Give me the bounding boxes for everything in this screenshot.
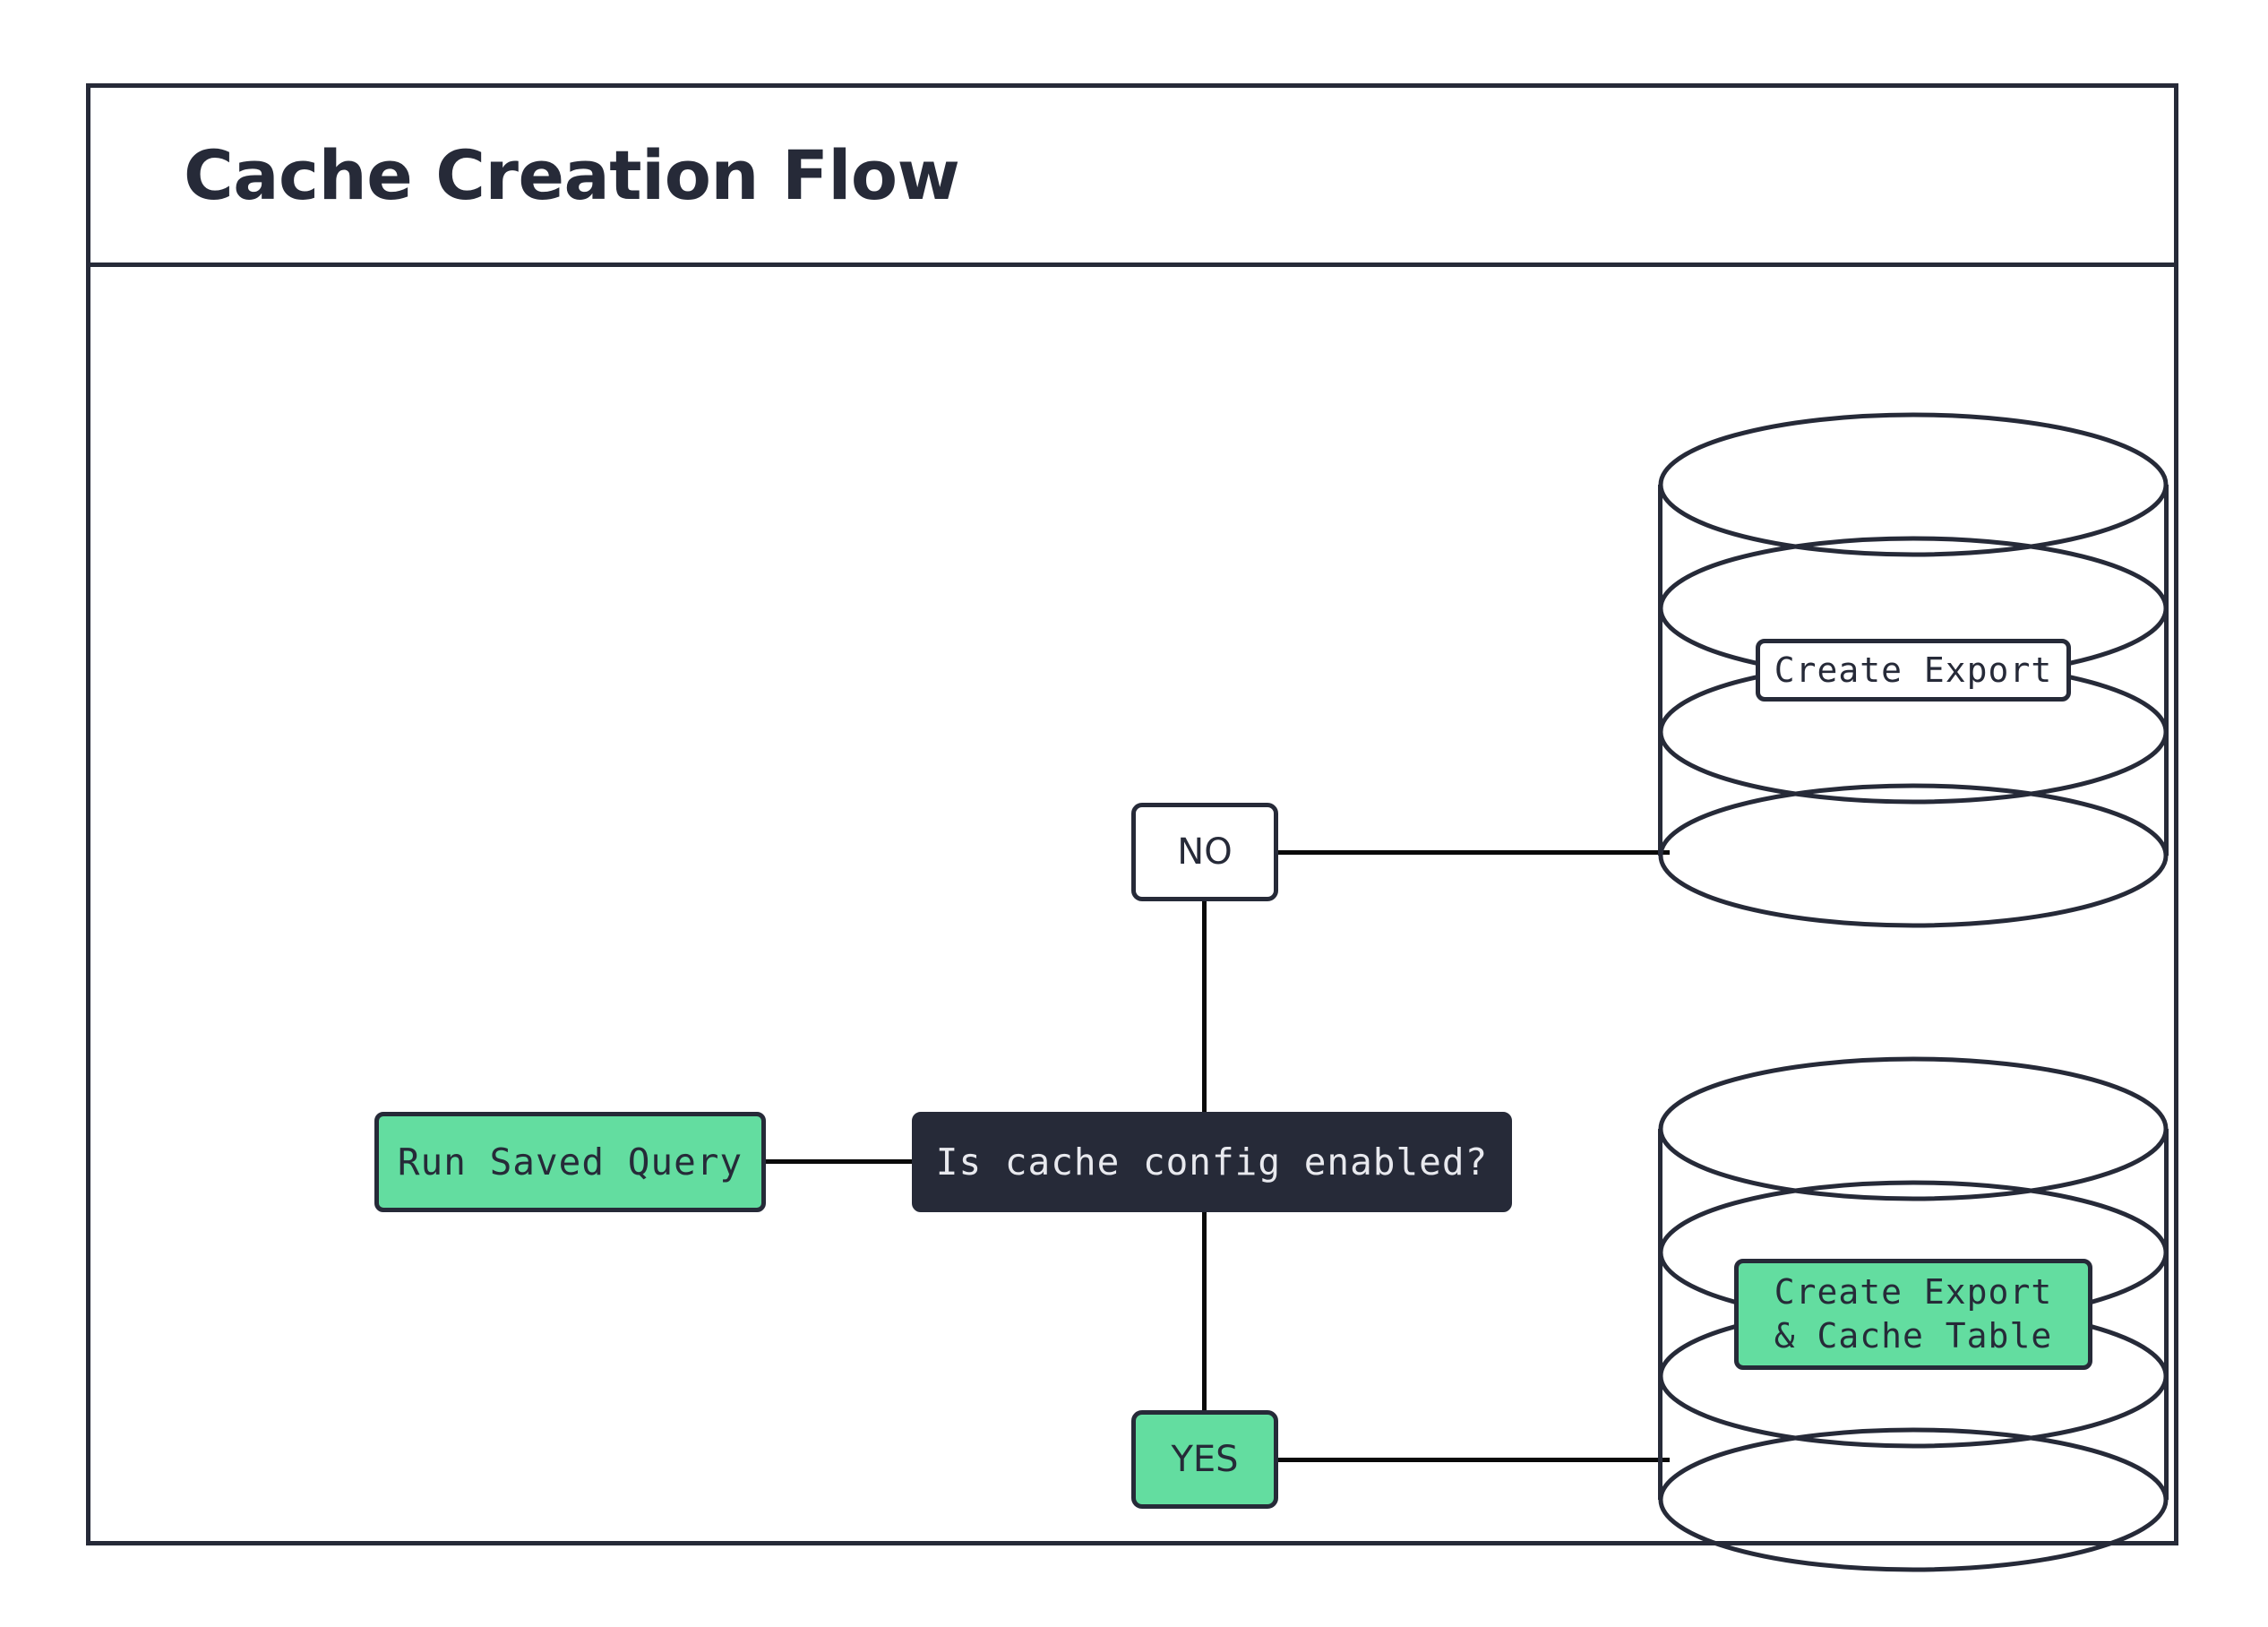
diagram-frame: Cache Creation Flow Run Saved Query Is c… [86,83,2178,1572]
database-label-create-export-cache-table: Create Export & Cache Table [1734,1259,2092,1370]
database-label-line-2: & Cache Table [1774,1316,2053,1356]
edge-run-query-to-decision [766,1159,912,1164]
edge-decision-to-no [1202,901,1207,1112]
flow-area: Run Saved Query Is cache config enabled?… [90,267,2174,1572]
diagram-header: Cache Creation Flow [90,88,2174,267]
branch-label-no[interactable]: NO [1131,803,1278,901]
edge-decision-to-yes [1202,1212,1207,1410]
database-cylinder-export-cache[interactable]: Create Export & Cache Table [1658,1055,2169,1573]
node-run-saved-query[interactable]: Run Saved Query [374,1112,766,1212]
database-label-line-1: Create Export [1774,1272,2053,1313]
database-cylinder-export[interactable]: Create Export [1658,411,2169,929]
edge-yes-to-db-bottom [1278,1458,1670,1462]
page-title: Cache Creation Flow [184,135,960,215]
edge-no-to-db-top [1278,850,1670,855]
database-label-create-export: Create Export [1756,639,2071,702]
database-label-line-1: Create Export [1774,650,2053,690]
branch-label-yes[interactable]: YES [1131,1410,1278,1509]
node-decision-is-cache-config-enabled[interactable]: Is cache config enabled? [912,1112,1512,1212]
